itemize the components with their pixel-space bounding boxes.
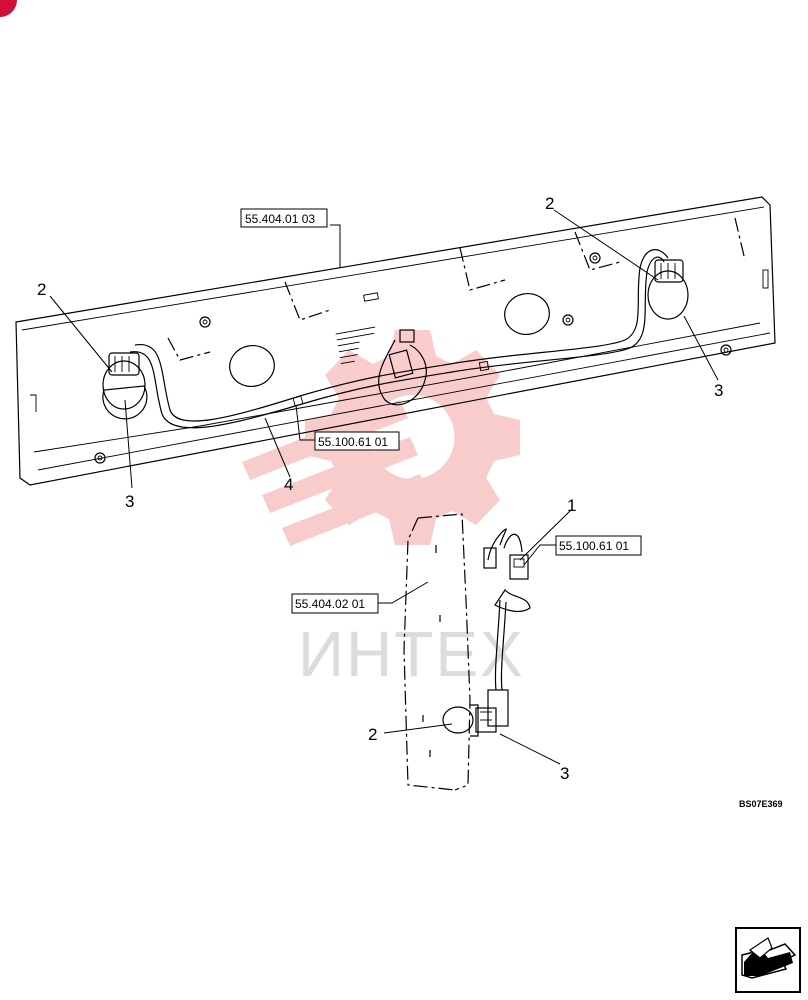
callout-2-left: 2 (37, 280, 46, 299)
svg-text:55.404.01 03: 55.404.01 03 (245, 212, 315, 226)
svg-text:55.100.61 01: 55.100.61 01 (559, 539, 629, 553)
svg-text:55.404.02 01: 55.404.02 01 (295, 597, 365, 611)
side-post (403, 513, 471, 791)
watermark-logo (242, 330, 520, 546)
next-page-button[interactable] (735, 927, 801, 993)
lamp-right (647, 259, 689, 320)
callout-4: 4 (284, 475, 293, 494)
ref-link-harness-lower[interactable]: 55.100.61 01 (555, 535, 642, 556)
callout-3-left: 3 (125, 492, 134, 511)
drawing-code: BS07E369 (739, 799, 783, 809)
corner-marker (0, 0, 17, 17)
callout-3-right: 3 (714, 381, 723, 400)
light-bar (15, 196, 776, 486)
callout-3-lower: 3 (560, 764, 569, 783)
callout-1: 1 (567, 496, 576, 515)
arrow-icon (741, 937, 797, 979)
ref-link-post[interactable]: 55.404.02 01 (291, 593, 379, 614)
bar-wire-harness (129, 249, 669, 429)
lamp-left (102, 352, 148, 420)
svg-text:55.100.61 01: 55.100.61 01 (318, 435, 388, 449)
ref-link-harness-upper[interactable]: 55.100.61 01 (314, 431, 400, 451)
ref-link-bar[interactable]: 55.404.01 03 (240, 208, 328, 228)
leader-lines (49, 209, 719, 765)
decal (335, 326, 376, 365)
watermark-text: ИНТЕХ (298, 618, 525, 690)
callout-2-lower: 2 (368, 725, 377, 744)
post-wire-harness (442, 528, 531, 737)
callout-2-right: 2 (545, 194, 554, 213)
